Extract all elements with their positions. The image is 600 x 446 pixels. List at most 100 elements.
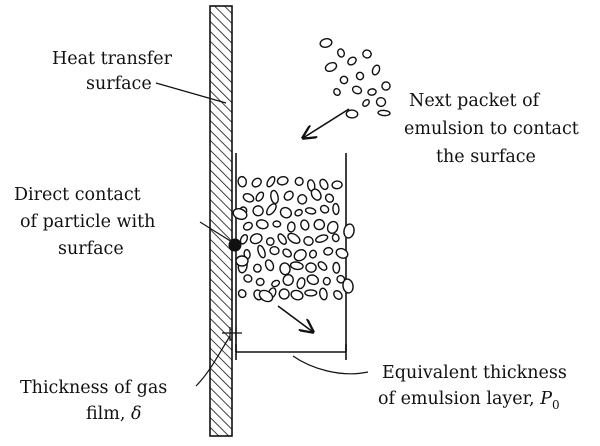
particle bbox=[269, 245, 280, 256]
equivalent-text: of emulsion layer, bbox=[378, 389, 540, 409]
particle bbox=[331, 180, 343, 190]
particle bbox=[255, 191, 265, 202]
next-packet-label-line1: Next packet of bbox=[409, 91, 541, 111]
particle bbox=[333, 87, 341, 97]
particle bbox=[343, 223, 355, 239]
particle bbox=[335, 247, 349, 259]
particle bbox=[310, 188, 322, 201]
particle bbox=[317, 261, 328, 271]
particle bbox=[297, 194, 308, 205]
particle bbox=[279, 262, 291, 276]
equivalent-symbol: P bbox=[539, 389, 553, 409]
particle bbox=[304, 289, 318, 297]
particle bbox=[347, 56, 357, 66]
particle bbox=[265, 203, 277, 216]
particle bbox=[351, 85, 363, 95]
particle bbox=[326, 220, 339, 234]
heat-transfer-label-line1: Heat transfer bbox=[52, 49, 173, 69]
direct-contact-label-line3: surface bbox=[58, 239, 124, 259]
particle bbox=[255, 219, 269, 230]
particle bbox=[237, 175, 248, 188]
equivalent-label-line1: Equivalent thickness bbox=[382, 363, 567, 383]
particle bbox=[286, 221, 296, 233]
particle bbox=[345, 109, 359, 119]
particle bbox=[300, 219, 310, 231]
particle bbox=[362, 99, 370, 107]
particle bbox=[235, 255, 249, 267]
particle bbox=[265, 237, 275, 246]
direct-contact-label-line2: of particle with bbox=[20, 212, 155, 232]
particle bbox=[319, 287, 328, 301]
particle bbox=[242, 221, 253, 231]
particle bbox=[287, 232, 301, 245]
particle bbox=[290, 289, 304, 301]
particle bbox=[333, 290, 343, 300]
particle bbox=[279, 206, 293, 219]
particle bbox=[239, 234, 249, 245]
particle bbox=[282, 248, 292, 258]
particle bbox=[313, 218, 326, 231]
emulsion-packet-particles bbox=[232, 175, 355, 303]
particle bbox=[294, 208, 303, 217]
particle bbox=[251, 177, 262, 188]
particle bbox=[252, 205, 264, 217]
particle bbox=[381, 81, 391, 91]
equivalent-label-line2: of emulsion layer, P0 bbox=[378, 389, 560, 412]
next-packet-label-line3: the surface bbox=[436, 147, 536, 167]
particle bbox=[332, 261, 341, 274]
particle bbox=[367, 88, 377, 96]
next-packet-particles bbox=[319, 37, 391, 119]
next-packet-arrow bbox=[303, 108, 350, 138]
particle bbox=[375, 96, 387, 108]
particle bbox=[243, 274, 253, 283]
particle bbox=[257, 244, 266, 259]
particle bbox=[249, 233, 263, 245]
particle bbox=[355, 71, 365, 81]
direct-contact-leader bbox=[199, 221, 233, 243]
particle bbox=[296, 277, 306, 290]
particle bbox=[331, 233, 340, 243]
particle bbox=[305, 262, 317, 273]
equivalent-thickness-leader bbox=[292, 355, 369, 375]
particle bbox=[362, 49, 372, 59]
particle bbox=[319, 204, 330, 214]
equivalent-subscript: 0 bbox=[552, 398, 560, 412]
gas-film-text: film, bbox=[86, 404, 131, 424]
particle bbox=[336, 48, 346, 58]
particle bbox=[272, 220, 282, 228]
particle bbox=[371, 64, 381, 76]
particle bbox=[324, 193, 335, 203]
particle bbox=[339, 75, 349, 85]
particle bbox=[277, 233, 288, 245]
particle bbox=[266, 175, 276, 188]
particle bbox=[255, 277, 265, 287]
particle bbox=[252, 263, 262, 273]
particle bbox=[276, 176, 289, 186]
particle bbox=[242, 192, 255, 203]
packet-renewal-arrow bbox=[277, 305, 313, 332]
particle bbox=[308, 249, 318, 259]
particle bbox=[323, 246, 334, 256]
particle bbox=[294, 176, 304, 187]
gas-film-label-line1: Thickness of gas bbox=[20, 378, 167, 398]
particle bbox=[324, 61, 338, 73]
particle bbox=[306, 274, 320, 286]
particle bbox=[237, 289, 247, 299]
particle bbox=[322, 276, 331, 286]
particle bbox=[293, 248, 307, 262]
particle bbox=[319, 178, 329, 191]
particle bbox=[377, 109, 391, 117]
equivalent-thickness-bracket bbox=[235, 344, 347, 360]
gas-film-label-line2: film, δ bbox=[86, 404, 142, 424]
heat-transfer-leader bbox=[155, 82, 227, 104]
direct-contact-label-line1: Direct contact bbox=[14, 185, 141, 205]
contact-particle bbox=[228, 238, 242, 252]
particle bbox=[289, 261, 304, 271]
particle bbox=[342, 278, 354, 294]
gas-film-symbol: δ bbox=[131, 404, 142, 424]
particle bbox=[271, 279, 281, 288]
particle bbox=[232, 208, 248, 220]
particle bbox=[315, 234, 329, 243]
